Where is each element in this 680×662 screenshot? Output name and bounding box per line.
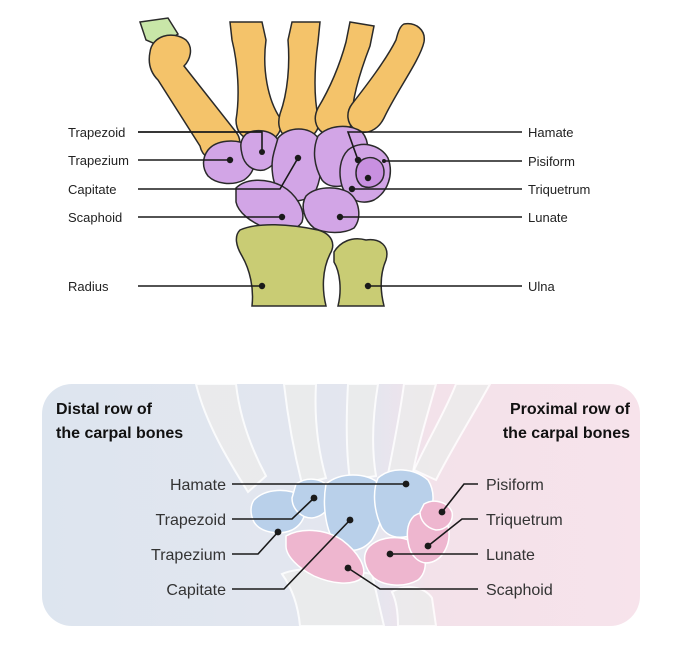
ulna-bone <box>333 238 388 307</box>
scaphoid-bone <box>235 179 304 232</box>
top-label-ulna: Ulna <box>528 279 556 294</box>
bottom-leader-lines <box>232 480 478 590</box>
top-right-labels: Hamate Pisiform Triquetrum Lunate Ulna <box>528 125 590 294</box>
radius-bone <box>235 223 334 307</box>
top-label-capitate: Capitate <box>68 182 116 197</box>
bottom-label-triquetrum: Triquetrum <box>486 512 563 529</box>
index-metacarpal <box>229 21 282 143</box>
bottom-label-lunate: Lunate <box>486 547 535 564</box>
bottom-label-trapezoid: Trapezoid <box>155 512 226 529</box>
top-label-lunate: Lunate <box>528 210 568 225</box>
top-label-hamate: Hamate <box>528 125 574 140</box>
bottom-hand-illustration <box>194 384 492 626</box>
top-label-triquetrum: Triquetrum <box>528 182 590 197</box>
lunate-bone <box>302 187 360 234</box>
bottom-right-labels: Pisiform Triquetrum Lunate Scaphoid <box>486 477 563 599</box>
bottom-label-trapezium: Trapezium <box>151 547 226 564</box>
middle-metacarpal <box>278 21 321 141</box>
proximal-row-title-line1: Proximal row of <box>510 401 631 418</box>
bottom-label-capitate: Capitate <box>166 582 226 599</box>
top-label-pisiform: Pisiform <box>528 154 575 169</box>
top-label-scaphoid: Scaphoid <box>68 210 122 225</box>
bottom-label-scaphoid: Scaphoid <box>486 582 553 599</box>
distal-row-title-line2: the carpal bones <box>56 425 183 442</box>
top-label-trapezium: Trapezium <box>68 153 129 168</box>
bottom-label-pisiform: Pisiform <box>486 477 544 494</box>
top-left-labels: Trapezoid Trapezium Capitate Scaphoid Ra… <box>68 125 129 294</box>
bottom-label-hamate: Hamate <box>170 477 226 494</box>
top-hand-illustration <box>139 17 425 307</box>
top-label-radius: Radius <box>68 279 109 294</box>
bottom-left-labels: Hamate Trapezoid Trapezium Capitate <box>151 477 226 599</box>
top-label-trapezoid: Trapezoid <box>68 125 125 140</box>
top-leader-lines <box>138 131 522 290</box>
distal-row-title-line1: Distal row of <box>56 401 153 418</box>
proximal-row-title-line2: the carpal bones <box>503 425 630 442</box>
pisiform-bone <box>355 156 385 188</box>
